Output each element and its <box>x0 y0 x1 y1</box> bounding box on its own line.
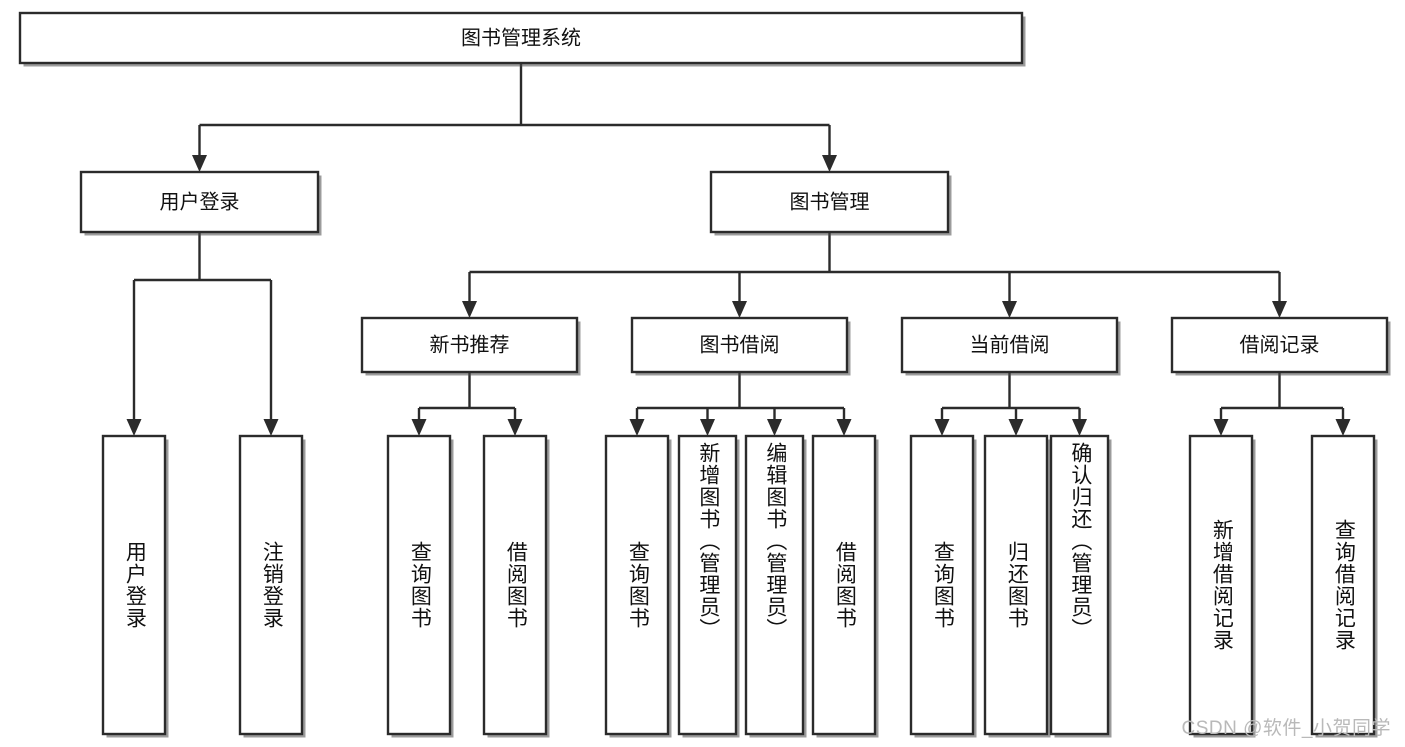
l3-1-arrow-2 <box>767 419 782 436</box>
root-arrow-0 <box>192 155 207 172</box>
node-l4-confirm-return[interactable] <box>1049 434 1110 736</box>
node-new-book-rec[interactable] <box>360 316 579 374</box>
node-l4-borrow-book-1[interactable] <box>482 434 548 736</box>
l3-1-arrow-3 <box>836 419 852 436</box>
l3-3-arrow-1 <box>1335 419 1351 436</box>
node-l4-query-book-2[interactable] <box>604 434 670 736</box>
watermark-text: CSDN @软件_小贺同学 <box>1181 718 1391 739</box>
book-management-arrow-0 <box>462 301 477 318</box>
l3-1-arrow-1 <box>700 419 715 436</box>
l3-1-arrow-0 <box>629 419 645 436</box>
node-user-logout-leaf[interactable] <box>238 434 304 736</box>
node-root[interactable] <box>18 11 1024 65</box>
node-new-book-rec-label: 新书推荐 <box>430 333 510 356</box>
connector-lines <box>126 63 1351 436</box>
node-book-borrow-label: 图书借阅 <box>700 333 780 356</box>
node-book-management-label: 图书管理 <box>790 190 870 213</box>
book-management-arrow-2 <box>1002 301 1017 318</box>
node-l4-query-record[interactable] <box>1310 434 1376 736</box>
node-boxes <box>18 11 1391 738</box>
node-l4-edit-book[interactable] <box>744 434 805 736</box>
node-book-borrow[interactable] <box>630 316 849 374</box>
node-l4-add-record[interactable] <box>1188 434 1254 736</box>
book-management-arrow-3 <box>1272 301 1287 318</box>
user-login-arrow-1 <box>263 419 279 436</box>
node-current-borrow-label: 当前借阅 <box>970 333 1050 356</box>
node-book-management[interactable] <box>709 170 950 234</box>
node-root-label: 图书管理系统 <box>461 26 581 49</box>
book-management-arrow-1 <box>732 301 747 318</box>
node-l4-add-book[interactable] <box>677 434 738 736</box>
node-borrow-record[interactable] <box>1170 316 1389 374</box>
node-l4-query-book-3[interactable] <box>909 434 975 736</box>
l3-2-arrow-0 <box>934 419 950 436</box>
node-l4-query-book-1[interactable] <box>386 434 452 736</box>
l3-2-arrow-1 <box>1008 419 1024 436</box>
root-arrow-1 <box>822 155 837 172</box>
user-login-arrow-0 <box>126 419 142 436</box>
l3-0-arrow-0 <box>411 419 427 436</box>
node-user-login-leaf[interactable] <box>101 434 167 736</box>
node-user-login[interactable] <box>79 170 320 234</box>
node-borrow-record-label: 借阅记录 <box>1240 333 1320 356</box>
node-user-login-label: 用户登录 <box>160 190 240 213</box>
l3-0-arrow-1 <box>507 419 523 436</box>
l3-2-arrow-2 <box>1072 419 1087 436</box>
node-current-borrow[interactable] <box>900 316 1119 374</box>
node-l4-return-book[interactable] <box>983 434 1049 736</box>
node-l4-borrow-book-2[interactable] <box>811 434 877 736</box>
l3-3-arrow-0 <box>1213 419 1229 436</box>
